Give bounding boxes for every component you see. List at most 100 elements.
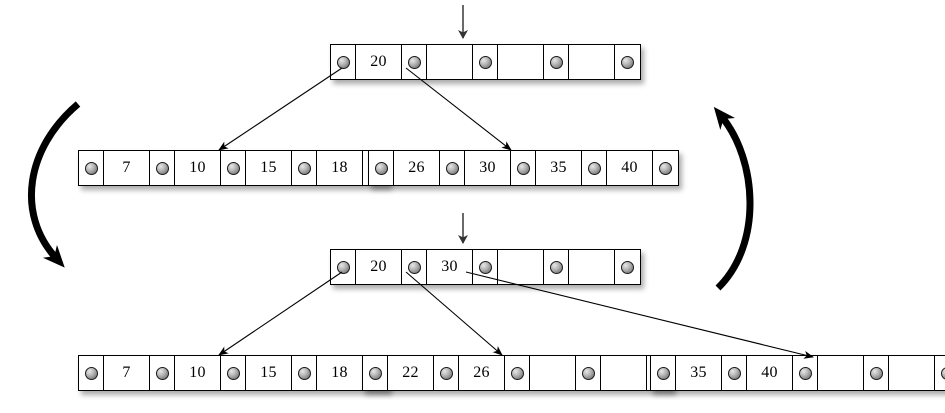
key-cell: 15	[246, 151, 292, 185]
pointer-bullet-icon	[336, 260, 350, 274]
pointer-cell	[511, 151, 536, 185]
empty-key-cell	[818, 356, 864, 390]
pointer-bullet-icon	[226, 366, 240, 380]
pointer-bullet-icon	[587, 161, 601, 175]
pointer-bullet-icon	[516, 161, 530, 175]
pointer-cell	[331, 250, 356, 284]
pointer-cell	[221, 151, 246, 185]
key-label: 18	[331, 364, 348, 381]
pointer-cell	[79, 356, 104, 390]
pointer-bullet-icon	[407, 260, 421, 274]
pointer-bullet-icon	[407, 55, 421, 69]
key-cell: 40	[747, 356, 793, 390]
pointer-bullet-icon	[621, 55, 634, 69]
root-before[interactable]: 20	[330, 44, 641, 80]
pointer-bullet-icon	[549, 55, 563, 69]
pointer-bullet-icon	[869, 366, 883, 380]
pointer-cell	[473, 45, 498, 79]
pointer-bullet-icon	[84, 366, 98, 380]
pointer-bullet-icon	[226, 161, 240, 175]
pointer-cell	[402, 250, 427, 284]
edge-root-after-to-left-leaf	[218, 271, 343, 356]
pointer-bullet-icon	[621, 260, 634, 274]
pointer-cell	[615, 45, 640, 79]
key-cell: 18	[317, 356, 363, 390]
pointer-bullet-icon	[478, 260, 492, 274]
empty-key-cell	[569, 45, 615, 79]
pointer-bullet-icon	[798, 366, 812, 380]
pointer-cell	[651, 356, 676, 390]
pointer-cell	[221, 356, 246, 390]
leaf-after-middle[interactable]: 22 26	[362, 355, 673, 391]
key-label: 15	[260, 159, 277, 176]
key-label: 30	[441, 258, 458, 275]
pointer-cell	[150, 151, 175, 185]
leaf-after-right[interactable]: 35 40	[650, 355, 945, 391]
pointer-cell	[615, 250, 640, 284]
pointer-bullet-icon	[727, 366, 741, 380]
pointer-cell	[576, 356, 601, 390]
edge-root-before-to-right-leaf	[405, 67, 512, 151]
key-label: 40	[621, 159, 638, 176]
key-label: 10	[189, 159, 206, 176]
leaf-before-right[interactable]: 26 30 35 40	[368, 150, 679, 186]
key-cell: 20	[356, 45, 402, 79]
key-label: 26	[473, 364, 490, 381]
pointer-bullet-icon	[368, 366, 382, 380]
empty-key-cell	[601, 356, 647, 390]
pointer-cell	[653, 151, 678, 185]
pointer-bullet-icon	[941, 366, 945, 380]
key-label: 26	[408, 159, 425, 176]
key-cell: 26	[459, 356, 505, 390]
key-cell: 20	[356, 250, 402, 284]
pointer-cell	[440, 151, 465, 185]
key-label: 20	[370, 53, 387, 70]
key-cell: 35	[676, 356, 722, 390]
key-label: 10	[189, 364, 206, 381]
empty-key-cell	[427, 45, 473, 79]
pointer-bullet-icon	[336, 55, 350, 69]
pointer-bullet-icon	[297, 161, 311, 175]
key-cell: 26	[394, 151, 440, 185]
key-cell: 18	[317, 151, 363, 185]
pointer-bullet-icon	[155, 161, 169, 175]
pointer-cell	[544, 250, 569, 284]
left-transition-arrow	[27, 101, 81, 268]
key-label: 40	[761, 364, 778, 381]
pointer-cell	[363, 356, 388, 390]
pointer-bullet-icon	[374, 161, 388, 175]
pointer-cell	[292, 356, 317, 390]
pointer-bullet-icon	[659, 161, 672, 175]
key-cell: 30	[427, 250, 473, 284]
key-label: 22	[402, 364, 419, 381]
pointer-cell	[935, 356, 945, 390]
key-label: 35	[690, 364, 707, 381]
pointer-cell	[505, 356, 530, 390]
pointer-cell	[864, 356, 889, 390]
key-label: 7	[122, 159, 131, 176]
pointer-cell	[793, 356, 818, 390]
pointer-cell	[331, 45, 356, 79]
empty-key-cell	[530, 356, 576, 390]
pointer-cell	[292, 151, 317, 185]
pointer-cell	[150, 356, 175, 390]
key-cell: 22	[388, 356, 434, 390]
pointer-cell	[582, 151, 607, 185]
pointer-cell	[473, 250, 498, 284]
pointer-cell	[434, 356, 459, 390]
key-cell: 7	[104, 151, 150, 185]
key-cell: 7	[104, 356, 150, 390]
leaf-before-left[interactable]: 7 10 15 18	[78, 150, 389, 186]
key-label: 20	[370, 258, 387, 275]
key-cell: 30	[465, 151, 511, 185]
empty-key-cell	[498, 45, 544, 79]
pointer-bullet-icon	[445, 161, 459, 175]
pointer-bullet-icon	[297, 366, 311, 380]
key-label: 35	[550, 159, 567, 176]
pointer-cell	[722, 356, 747, 390]
pointer-cell	[544, 45, 569, 79]
key-label: 7	[122, 364, 131, 381]
